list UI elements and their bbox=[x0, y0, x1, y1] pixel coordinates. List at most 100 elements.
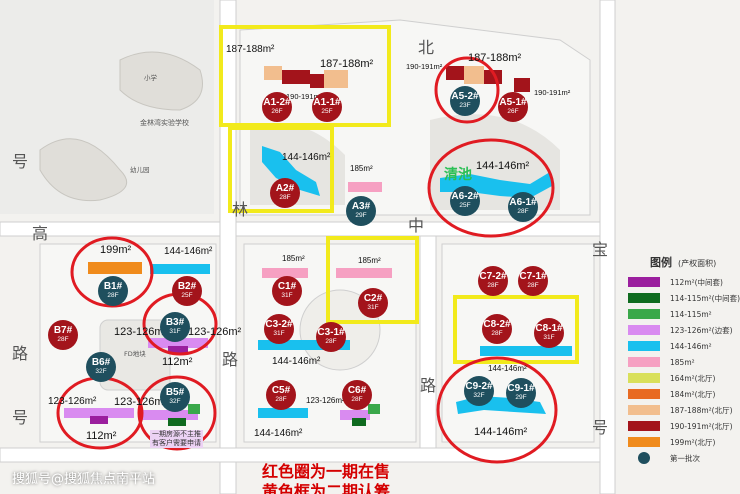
building-floors: 28F bbox=[275, 396, 287, 404]
unit-strip-b6 bbox=[64, 408, 134, 424]
building-floors: 25F bbox=[321, 108, 333, 116]
road-label: 号 bbox=[592, 418, 609, 437]
b5-note-line: 一期房源不主推 bbox=[152, 430, 201, 438]
road-label: 号 bbox=[12, 408, 29, 427]
building-floors: 31F bbox=[367, 304, 379, 312]
building-a6-2[interactable]: A6-2#25F bbox=[450, 186, 480, 216]
legend-swatch bbox=[628, 437, 660, 447]
building-number: B3# bbox=[165, 317, 185, 329]
building-floors: 31F bbox=[543, 334, 555, 342]
building-b7[interactable]: B7#28F bbox=[48, 320, 78, 350]
area-label: 187-188m² bbox=[320, 58, 374, 70]
building-number: C3-2# bbox=[265, 319, 293, 331]
legend-title: 图例(产权面积) bbox=[650, 254, 716, 270]
b5-note: 一期房源不主推 有客户需要申请 bbox=[150, 430, 203, 448]
building-number: A6-1# bbox=[509, 197, 537, 209]
area-label: 123-126m² bbox=[188, 326, 242, 338]
building-floors: 31F bbox=[281, 292, 293, 300]
road-label: 路 bbox=[420, 376, 437, 395]
legend-label: 144-146m² bbox=[670, 341, 712, 351]
building-b6[interactable]: B6#32F bbox=[86, 352, 116, 382]
building-number: C9-1# bbox=[507, 383, 535, 395]
area-label: 190-191m² bbox=[406, 62, 443, 71]
building-a2[interactable]: A2#28F bbox=[270, 178, 300, 208]
building-a1-1[interactable]: A1-1#25F bbox=[312, 92, 342, 122]
legend-item: 184m²(北厅) bbox=[628, 388, 715, 400]
building-number: C2# bbox=[363, 293, 383, 305]
building-a5-2[interactable]: A5-2#23F bbox=[450, 86, 480, 116]
area-label: 144-146m² bbox=[282, 152, 331, 163]
building-number: B6# bbox=[91, 357, 111, 369]
building-a6-1[interactable]: A6-1#28F bbox=[508, 192, 538, 222]
legend-swatch bbox=[628, 293, 660, 303]
building-c8-2[interactable]: C8-2#28F bbox=[482, 314, 512, 344]
area-label: 190-191m² bbox=[286, 92, 323, 101]
building-floors: 29F bbox=[355, 212, 367, 220]
unit-strip-b3 bbox=[148, 338, 208, 354]
building-b2[interactable]: B2#25F bbox=[172, 276, 202, 306]
building-number: A2# bbox=[275, 183, 295, 195]
building-c8-1[interactable]: C8-1#31F bbox=[534, 318, 564, 348]
legend-label: 164m²(北厅) bbox=[670, 373, 716, 383]
building-number: A3# bbox=[351, 201, 371, 213]
building-c2[interactable]: C2#31F bbox=[358, 288, 388, 318]
area-label: 187-188m² bbox=[226, 44, 275, 55]
legend-item: 164m²(北厅) bbox=[628, 372, 715, 384]
building-floors: 23F bbox=[459, 102, 471, 110]
legend-label: 184m²(北厅) bbox=[670, 389, 716, 399]
building-floors: 28F bbox=[57, 336, 69, 344]
building-floors: 31F bbox=[273, 330, 285, 338]
legend-swatch bbox=[628, 309, 660, 319]
road-label: 路 bbox=[222, 350, 239, 369]
building-b3[interactable]: B3#31F bbox=[160, 312, 190, 342]
building-b1[interactable]: B1#28F bbox=[98, 276, 128, 306]
unit-strip-c5c6 bbox=[258, 404, 380, 426]
legend-item: 114-115m²(中间套) bbox=[628, 292, 740, 304]
area-label: 112m² bbox=[86, 430, 117, 442]
legend-item: 187-188m²(北厅) bbox=[628, 404, 733, 416]
b5-note-line: 有客户需要申请 bbox=[152, 439, 201, 447]
legend-swatch bbox=[628, 341, 660, 351]
building-c1[interactable]: C1#31F bbox=[272, 276, 302, 306]
building-c6[interactable]: C6#28F bbox=[342, 380, 372, 410]
building-number: A1-2# bbox=[263, 97, 291, 109]
building-floors: 28F bbox=[517, 208, 529, 216]
legend-label: 112m²(中间套) bbox=[670, 277, 723, 287]
building-c9-2[interactable]: C9-2#32F bbox=[464, 376, 494, 406]
legend-label: 114-115m²(中间套) bbox=[670, 293, 740, 303]
legend-item: 199m²(北厅) bbox=[628, 436, 715, 448]
area-label: 123-126m² bbox=[48, 396, 97, 407]
building-a3[interactable]: A3#29F bbox=[346, 196, 376, 226]
building-number: A5-2# bbox=[451, 91, 479, 103]
unit-strip-a2 bbox=[262, 146, 320, 196]
legend-item: 185m² bbox=[628, 356, 695, 368]
building-a5-1[interactable]: A5-1#26F bbox=[498, 92, 528, 122]
building-number: C8-2# bbox=[483, 319, 511, 331]
area-label: 123-126m² bbox=[114, 326, 168, 338]
building-floors: 28F bbox=[107, 292, 119, 300]
road-label: 路 bbox=[12, 344, 29, 363]
building-floors: 26F bbox=[507, 108, 519, 116]
building-floors: 32F bbox=[473, 392, 485, 400]
building-floors: 25F bbox=[459, 202, 471, 210]
building-c3-2[interactable]: C3-2#31F bbox=[264, 314, 294, 344]
unit-strip-b1 bbox=[88, 262, 210, 274]
area-label: 185m² bbox=[358, 256, 381, 265]
building-c3-1[interactable]: C3-1#28F bbox=[316, 322, 346, 352]
unit-strip-c8 bbox=[480, 346, 572, 356]
building-c5[interactable]: C5#28F bbox=[266, 380, 296, 410]
legend-phase1-label: 第一批次 bbox=[670, 453, 700, 463]
building-number: C6# bbox=[347, 385, 367, 397]
building-c7-1[interactable]: C7-1#28F bbox=[518, 266, 548, 296]
fd-lot-label: FD地块 bbox=[124, 350, 146, 358]
building-c9-1[interactable]: C9-1#29F bbox=[506, 378, 536, 408]
legend-swatch bbox=[628, 277, 660, 287]
building-a1-2[interactable]: A1-2#26F bbox=[262, 92, 292, 122]
unit-strip-a3 bbox=[348, 182, 382, 192]
building-c7-2[interactable]: C7-2#28F bbox=[478, 266, 508, 296]
building-b5[interactable]: B5#32F bbox=[160, 382, 190, 412]
road-label: 北 bbox=[418, 38, 435, 57]
area-label: 144-146m² bbox=[488, 364, 527, 373]
legend-swatch bbox=[628, 389, 660, 399]
area-label: 123-126m² bbox=[306, 396, 345, 405]
